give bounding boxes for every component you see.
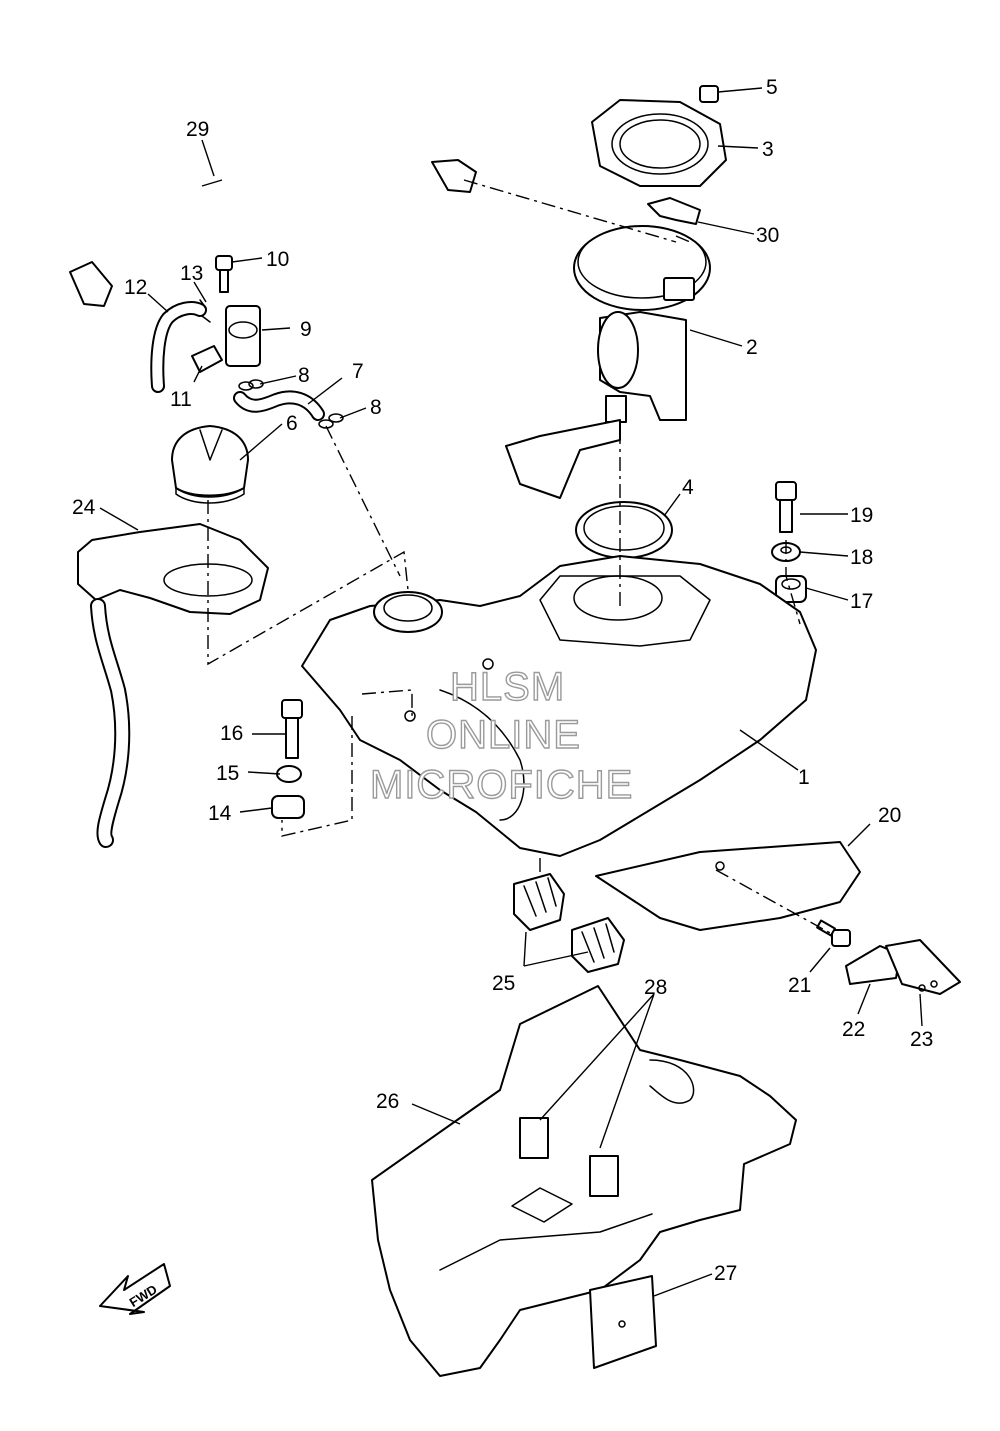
callout-25: 25 [492, 972, 515, 995]
part-4-gasket [575, 501, 673, 559]
part-14-grommet [271, 795, 305, 819]
leader-lines [99, 87, 923, 1297]
part-30-clip [647, 197, 701, 225]
callout-23: 23 [910, 1028, 933, 1051]
part-16-bolt [281, 699, 303, 759]
callout-16: 16 [220, 722, 243, 745]
watermark-line-1: HLSM [450, 665, 565, 709]
part-9-valve [225, 305, 261, 367]
callout-30: 30 [756, 224, 779, 247]
callout-20: 20 [878, 804, 901, 827]
callout-10: 10 [266, 248, 289, 271]
part-26-under-cover [371, 985, 797, 1377]
part-7-hose [233, 390, 325, 421]
callout-labels: 5 3 30 2 4 6 7 8 8 9 10 11 12 13 29 24 1… [72, 76, 933, 1285]
part-23-pad [885, 939, 961, 995]
watermark-line-2: ONLINE [426, 713, 581, 757]
callout-29: 29 [186, 118, 209, 141]
callout-9: 9 [300, 318, 312, 341]
watermark: HLSM ONLINE MICROFICHE [369, 664, 633, 807]
part-15-collar [276, 765, 302, 783]
callout-24: 24 [72, 496, 96, 519]
part-1-fuel-tank [301, 555, 817, 857]
callout-13: 13 [180, 262, 203, 285]
part-2-fuel-pump [505, 225, 711, 499]
part-27-label [589, 1275, 657, 1369]
part-6-fuel-cap [171, 425, 249, 504]
callout-11: 11 [170, 388, 192, 411]
callout-3: 3 [762, 138, 774, 161]
part-29-breather-hose [69, 159, 477, 307]
callout-21: 21 [788, 974, 811, 997]
part-8-clip-upper [238, 379, 264, 391]
part-3-ring-plate [591, 99, 727, 187]
part-10-screw [215, 255, 233, 293]
fwd-arrow-icon: FWD [99, 1263, 171, 1315]
callout-2: 2 [746, 336, 758, 359]
callout-15: 15 [216, 762, 239, 785]
callout-14: 14 [208, 802, 232, 825]
part-8-clip-lower [318, 413, 344, 429]
callout-1: 1 [798, 766, 810, 789]
callout-4: 4 [682, 476, 694, 499]
watermark-line-3: MICROFICHE [370, 763, 633, 807]
callout-28: 28 [644, 976, 667, 999]
part-25-damper-b [571, 917, 625, 973]
part-19-bolt [775, 481, 797, 533]
assembly-guide-lines [207, 179, 833, 935]
part-11-bracket [191, 345, 223, 373]
callout-18: 18 [850, 546, 873, 569]
part-25-damper-a [513, 873, 565, 931]
callout-27: 27 [714, 1262, 737, 1285]
callout-5: 5 [766, 76, 778, 99]
callout-12: 12 [124, 276, 147, 299]
callout-22: 22 [842, 1018, 865, 1041]
callout-8-lower: 8 [370, 396, 382, 419]
part-21-screw [816, 919, 851, 947]
callout-17: 17 [850, 590, 873, 613]
part-12-hose [150, 301, 207, 393]
part-20-shield [595, 841, 861, 931]
part-24-tray [77, 523, 269, 848]
part-5-bolt [699, 85, 719, 103]
part-17-grommet [775, 575, 807, 603]
callout-6: 6 [286, 412, 298, 435]
callout-19: 19 [850, 504, 873, 527]
callout-7: 7 [352, 360, 364, 383]
callout-8-upper: 8 [298, 364, 310, 387]
callout-26: 26 [376, 1090, 399, 1113]
